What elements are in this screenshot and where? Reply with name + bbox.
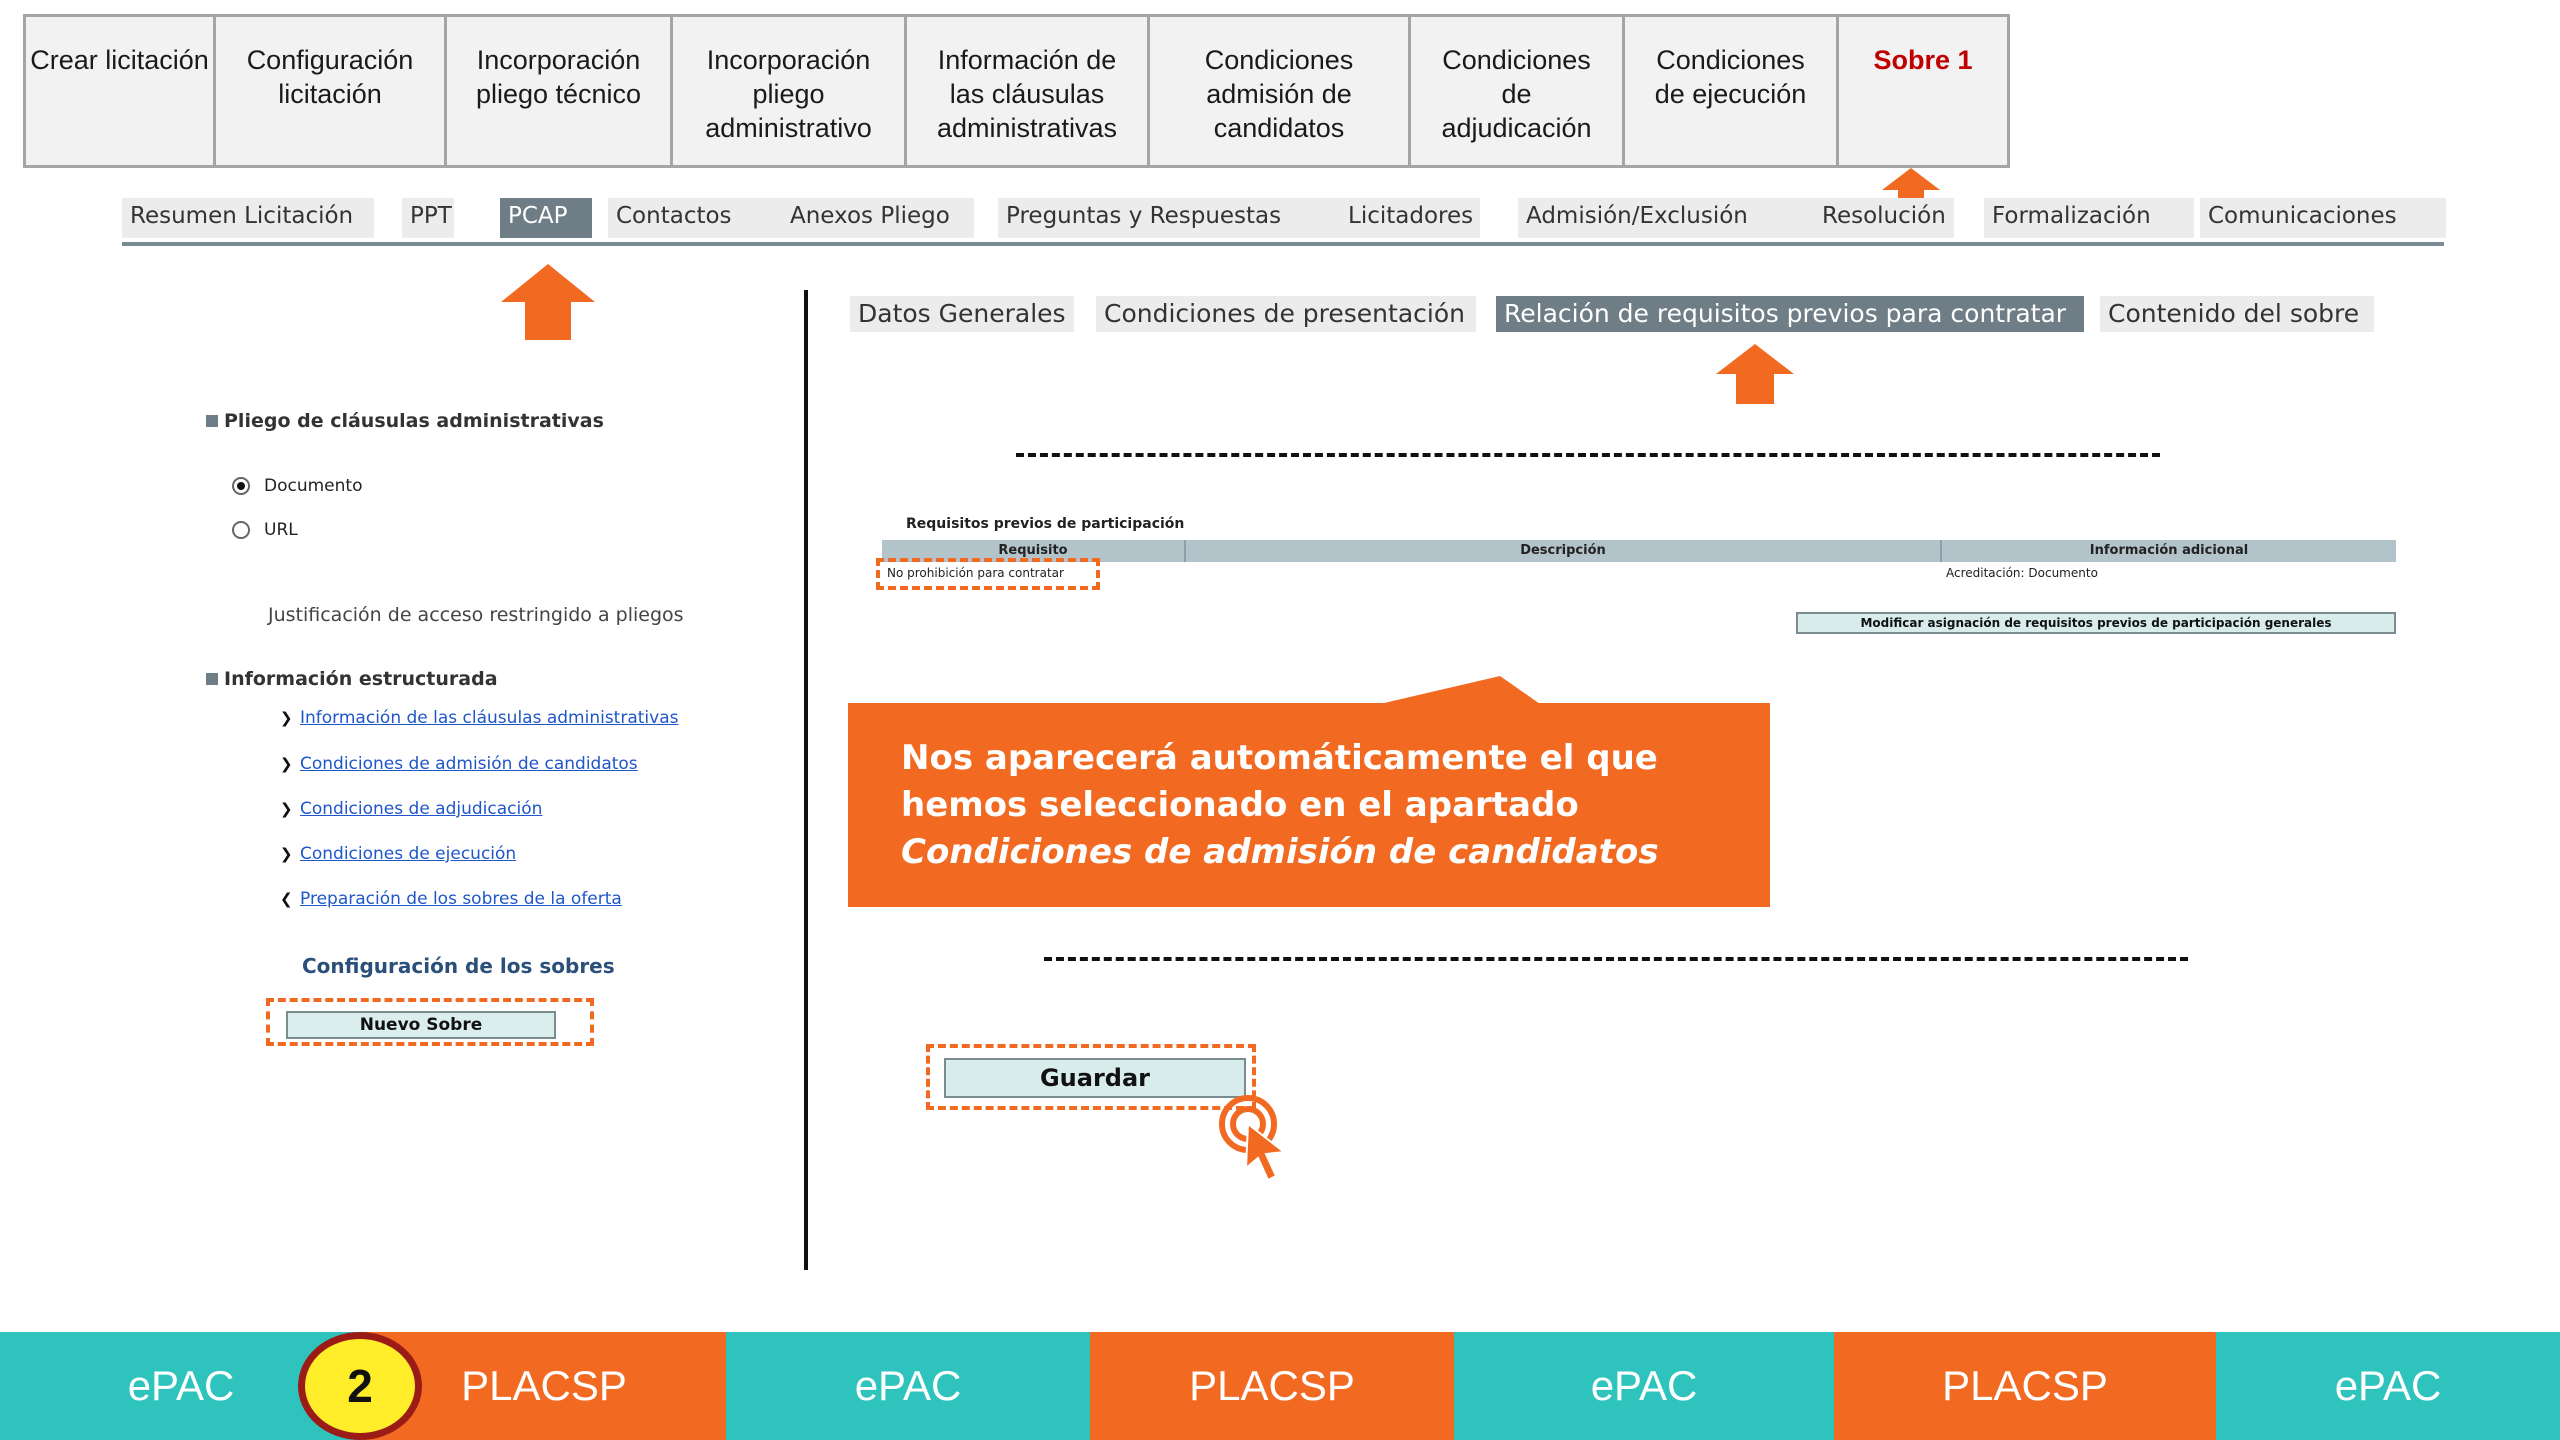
step-table: Crear licitación Configuración licitació… — [23, 14, 2010, 168]
requisito-cell: No prohibición para contratar — [887, 566, 1064, 580]
step-condiciones-ejecucion[interactable]: Condiciones de ejecución — [1625, 17, 1839, 165]
col-descripcion: Descripción — [1186, 540, 1942, 562]
pliego-section-label: Pliego de cláusulas administrativas — [224, 410, 604, 432]
radio-documento[interactable]: Documento — [232, 476, 362, 496]
subtab-datos-generales[interactable]: Datos Generales — [850, 296, 1074, 332]
link-condiciones-ejecucion[interactable]: Condiciones de ejecución — [300, 844, 517, 864]
link-condiciones-admision[interactable]: Condiciones de admisión de candidatos — [300, 754, 638, 774]
tab-comunicaciones[interactable]: Comunicaciones — [2200, 198, 2446, 238]
tab-licitadores[interactable]: Licitadores — [1340, 198, 1480, 238]
step-condiciones-admision[interactable]: Condiciones admisión de candidatos — [1150, 17, 1411, 165]
link-row: ❯ Condiciones de admisión de candidatos — [280, 754, 638, 774]
step-condiciones-adjudicacion[interactable]: Condiciones de adjudicación — [1411, 17, 1625, 165]
callout-emphasis: Condiciones de admisión de candidatos — [901, 832, 1659, 872]
vertical-divider — [804, 290, 808, 1270]
chevron-down-icon[interactable]: ❯ — [280, 845, 293, 863]
radio-url[interactable]: URL — [232, 520, 298, 540]
subtab-condiciones-presentacion[interactable]: Condiciones de presentación — [1096, 296, 1476, 332]
step-sobre-1[interactable]: Sobre 1 — [1873, 45, 1973, 75]
arrow-up-icon — [1716, 344, 1794, 404]
guardar-button[interactable]: Guardar — [944, 1058, 1246, 1098]
requisitos-table-header: Requisito Descripción Información adicio… — [882, 540, 2396, 562]
modificar-requisitos-button[interactable]: Modificar asignación de requisitos previ… — [1796, 612, 2396, 634]
link-row: ❯ Condiciones de adjudicación — [280, 799, 542, 819]
highlight-guardar — [926, 1044, 1256, 1110]
subtab-relacion-requisitos[interactable]: Relación de requisitos previos para cont… — [1496, 296, 2084, 332]
highlight-nuevo-sobre — [266, 998, 594, 1046]
main-tab-bar: Resumen Licitación PPT PCAP Contactos An… — [122, 198, 2446, 246]
tab-anexos-pliego[interactable]: Anexos Pliego — [782, 198, 974, 238]
info-section-label: Información estructurada — [224, 668, 498, 690]
bottom-strip: ePAC PLACSP ePAC PLACSP ePAC PLACSP ePAC — [0, 1332, 2560, 1440]
config-sobres-title: Configuración de los sobres — [302, 954, 615, 978]
chevron-down-icon[interactable]: ❯ — [280, 755, 293, 773]
radio-url-label: URL — [264, 520, 298, 540]
link-info-clausulas[interactable]: Información de las cláusulas administrat… — [300, 708, 679, 728]
tab-preguntas-respuestas[interactable]: Preguntas y Respuestas — [998, 198, 1340, 238]
col-requisito: Requisito — [882, 540, 1186, 562]
tab-pcap[interactable]: PCAP — [500, 198, 592, 238]
step-number-badge: 2 — [298, 1332, 422, 1440]
click-cursor-icon — [1219, 1095, 1287, 1180]
nuevo-sobre-button[interactable]: Nuevo Sobre — [286, 1011, 556, 1039]
callout-pointer-icon — [1380, 676, 1540, 704]
link-preparacion-sobres[interactable]: Preparación de los sobres de la oferta — [300, 889, 622, 909]
tab-ppt[interactable]: PPT — [402, 198, 454, 238]
dashed-separator — [1044, 957, 2188, 961]
justificacion-text: Justificación de acceso restringido a pl… — [268, 604, 684, 626]
strip-segment-epac: ePAC — [2216, 1332, 2560, 1440]
dashed-separator — [1016, 453, 2160, 457]
radio-unchecked-icon[interactable] — [232, 521, 250, 539]
step-crear-licitacion[interactable]: Crear licitación — [26, 17, 216, 165]
tab-resolucion[interactable]: Resolución — [1814, 198, 1954, 238]
link-row: ❯ Información de las cláusulas administra… — [280, 708, 678, 728]
pliego-section-title: Pliego de cláusulas administrativas — [206, 410, 604, 432]
strip-segment-epac: ePAC — [726, 1332, 1090, 1440]
link-row: ❮ Preparación de los sobres de la oferta — [280, 889, 622, 909]
strip-segment-placsp: PLACSP — [1834, 1332, 2216, 1440]
requisitos-title: Requisitos previos de participación — [906, 516, 1185, 532]
col-info-adicional: Información adicional — [2089, 543, 2249, 558]
link-row: ❯ Condiciones de ejecución — [280, 844, 516, 864]
step-pliego-administrativo[interactable]: Incorporación pliego administrativo — [673, 17, 907, 165]
strip-segment-placsp: PLACSP — [1090, 1332, 1454, 1440]
highlight-requisito — [876, 558, 1100, 590]
callout-text: Nos aparecerá automáticamente el que hem… — [901, 738, 1658, 825]
chevron-down-icon[interactable]: ❯ — [280, 709, 293, 727]
step-pliego-tecnico[interactable]: Incorporación pliego técnico — [447, 17, 673, 165]
link-condiciones-adjudicacion[interactable]: Condiciones de adjudicación — [300, 799, 543, 819]
strip-segment-epac: ePAC — [1454, 1332, 1834, 1440]
info-section-title: Información estructurada — [206, 668, 498, 690]
tab-resumen-licitacion[interactable]: Resumen Licitación — [122, 198, 374, 238]
step-info-clausulas[interactable]: Información de las cláusulas administrat… — [907, 17, 1150, 165]
arrow-up-icon — [501, 264, 595, 340]
strip-segment-placsp: PLACSP — [362, 1332, 726, 1440]
step-configuracion-licitacion[interactable]: Configuración licitación — [216, 17, 447, 165]
radio-documento-label: Documento — [264, 476, 363, 496]
subtab-contenido-sobre[interactable]: Contenido del sobre — [2100, 296, 2374, 332]
callout-box: Nos aparecerá automáticamente el que hem… — [848, 703, 1770, 907]
radio-checked-icon[interactable] — [232, 477, 250, 495]
chevron-down-icon[interactable]: ❯ — [280, 800, 293, 818]
tab-formalizacion[interactable]: Formalización — [1984, 198, 2194, 238]
chevron-up-icon[interactable]: ❮ — [280, 890, 293, 908]
tab-admision-exclusion[interactable]: Admisión/Exclusión — [1518, 198, 1820, 238]
info-adicional-cell: Acreditación: Documento — [1946, 566, 2098, 580]
arrow-up-icon — [1882, 168, 1940, 208]
